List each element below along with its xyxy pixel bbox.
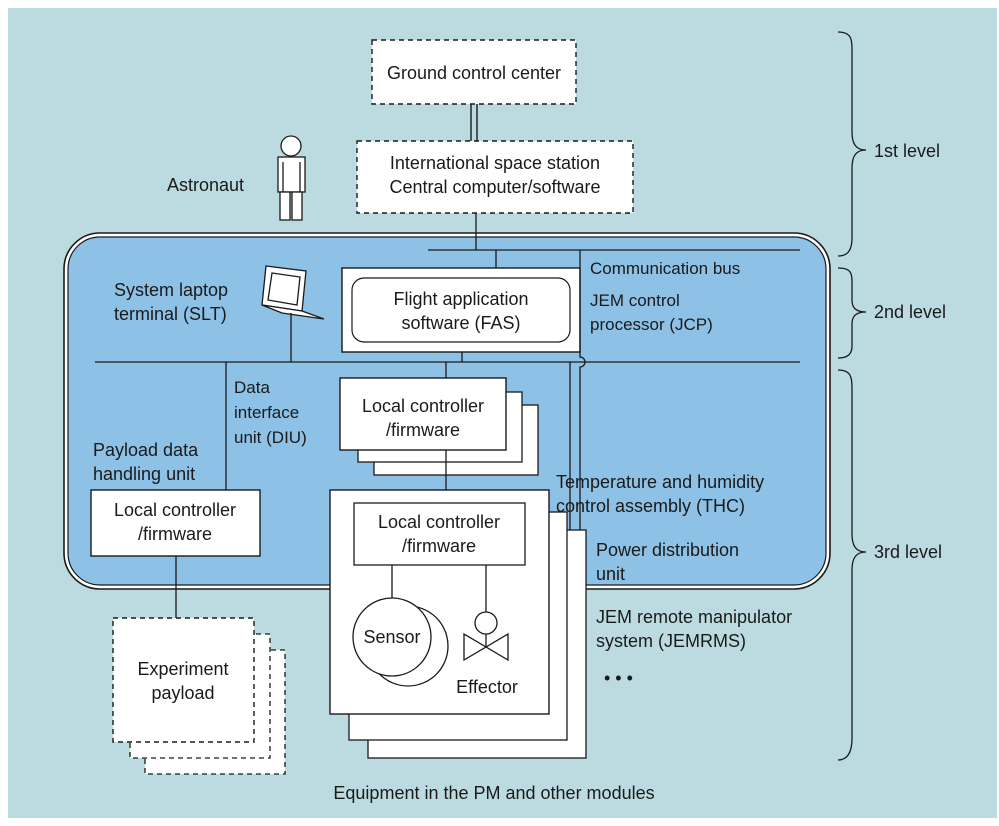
payload-label-line1: Experiment bbox=[137, 659, 228, 679]
fas-inner-box bbox=[351, 277, 571, 343]
diu-label-line2: interface bbox=[234, 403, 299, 422]
local-controller-left-line1: Local controller bbox=[114, 500, 236, 520]
diu-label-line1: Data bbox=[234, 378, 270, 397]
ground-control-box bbox=[371, 39, 577, 105]
local-controller-top-line2: /firmware bbox=[386, 420, 460, 440]
sensor-icon bbox=[352, 597, 432, 677]
fas-label-line2: software (FAS) bbox=[401, 313, 520, 333]
pdhu-label-line2: handling unit bbox=[93, 464, 195, 484]
local-controller-top-box bbox=[339, 377, 507, 451]
fas-label-line1: Flight application bbox=[393, 289, 528, 309]
local-controller-bottom-line1: Local controller bbox=[378, 512, 500, 532]
local-controller-left-box bbox=[90, 489, 261, 557]
payload-label-line2: payload bbox=[151, 683, 214, 703]
communication-bus-label: Communication bus bbox=[590, 259, 740, 278]
caption: Equipment in the PM and other modules bbox=[333, 783, 654, 803]
local-controller-left-line2: /firmware bbox=[138, 524, 212, 544]
brace-second-level bbox=[837, 267, 867, 359]
pdu-label-line1: Power distribution bbox=[596, 540, 739, 560]
effector-icon bbox=[463, 611, 509, 662]
pdu-label-line2: unit bbox=[596, 564, 625, 584]
payload-front-box bbox=[112, 617, 255, 743]
second-level-label: 2nd level bbox=[874, 302, 946, 322]
pdhu-label-line1: Payload data bbox=[93, 440, 199, 460]
thc-label-line2: control assembly (THC) bbox=[556, 496, 745, 516]
jemrms-label-line2: system (JEMRMS) bbox=[596, 631, 746, 651]
astronaut-label: Astronaut bbox=[167, 175, 244, 195]
jemrms-label-line1: JEM remote manipulator bbox=[596, 607, 792, 627]
sensor-label: Sensor bbox=[363, 627, 420, 647]
astronaut-icon bbox=[277, 135, 306, 221]
brace-third-level bbox=[837, 369, 867, 761]
first-level-label: 1st level bbox=[874, 141, 940, 161]
ground-control-label: Ground control center bbox=[387, 63, 561, 83]
local-controller-bottom-line2: /firmware bbox=[402, 536, 476, 556]
jcp-label-line1: JEM control bbox=[590, 291, 680, 310]
local-controller-top-line1: Local controller bbox=[362, 396, 484, 416]
jcp-label-line2: processor (JCP) bbox=[590, 315, 713, 334]
local-controller-bottom-box bbox=[353, 502, 526, 566]
brace-first-level bbox=[837, 31, 867, 257]
iss-label-line1: International space station bbox=[390, 153, 600, 173]
slt-label-line2: terminal (SLT) bbox=[114, 304, 227, 324]
diu-label-line3: unit (DIU) bbox=[234, 428, 307, 447]
effector-label: Effector bbox=[456, 677, 518, 697]
slt-label-line1: System laptop bbox=[114, 280, 228, 300]
level-braces bbox=[837, 31, 867, 761]
ellipsis-label: • • • bbox=[604, 668, 633, 688]
thc-label-line1: Temperature and humidity bbox=[556, 472, 764, 492]
iss-label-line2: Central computer/software bbox=[389, 177, 600, 197]
third-level-label: 3rd level bbox=[874, 542, 942, 562]
iss-computer-box bbox=[356, 140, 634, 214]
laptop-icon bbox=[261, 265, 325, 320]
